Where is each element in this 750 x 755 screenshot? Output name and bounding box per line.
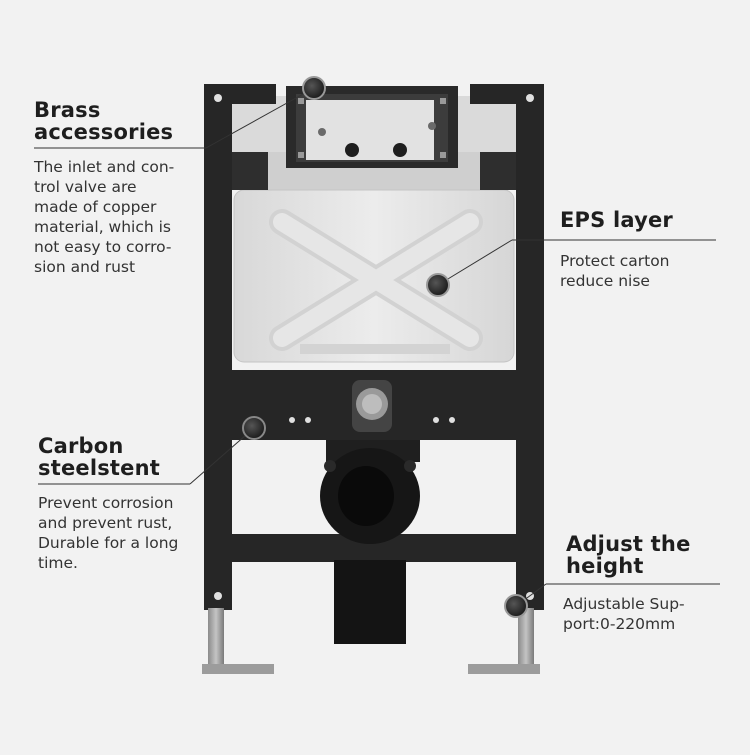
- upright-hole: [214, 94, 222, 102]
- crossbar-hole: [449, 417, 455, 423]
- desc-line: Durable for a long: [38, 534, 179, 552]
- carbon-marker: [242, 416, 266, 440]
- adjust-title-line1: Adjust the: [566, 532, 691, 556]
- flush-pipe: [352, 380, 392, 432]
- plate-pin: [440, 98, 446, 104]
- carbon-steelstent-title: Carbon steelstent: [38, 435, 160, 479]
- desc-line: time.: [38, 554, 78, 572]
- drain-assembly: [320, 440, 420, 644]
- desc-line: and prevent rust,: [38, 514, 173, 532]
- carbon-title-line1: Carbon: [38, 434, 124, 458]
- left-upright: [204, 84, 232, 610]
- upright-hole: [526, 94, 534, 102]
- right-foot-post: [518, 608, 534, 668]
- plate-panel: [306, 100, 434, 160]
- right-tank-clip: [480, 152, 516, 190]
- drain-bolt: [324, 460, 336, 472]
- right-top-bracket: [470, 84, 544, 110]
- desc-line: The inlet and con-: [34, 158, 175, 176]
- brass-leader: [205, 87, 315, 149]
- left-top-bracket: [204, 84, 276, 110]
- desc-line: sion and rust: [34, 258, 136, 276]
- plate-pin: [440, 152, 446, 158]
- adjust-height-description: Adjustable Sup- port:0-220mm: [563, 594, 738, 634]
- left-tank-clip: [232, 152, 268, 190]
- desc-line: port:0-220mm: [563, 615, 676, 633]
- desc-line: made of copper: [34, 198, 157, 216]
- carbon-steelstent-description: Prevent corrosion and prevent rust, Dura…: [38, 493, 208, 573]
- brass-accessories-description: The inlet and con- trol valve are made o…: [34, 157, 204, 277]
- tank-bottom-strip: [300, 344, 450, 354]
- right-upright: [516, 84, 544, 610]
- desc-line: Adjustable Sup-: [563, 595, 685, 613]
- crossbar-hole: [289, 417, 295, 423]
- desc-line: Protect carton: [560, 252, 670, 270]
- right-foot-plate: [468, 664, 540, 674]
- desc-line: Prevent corrosion: [38, 494, 174, 512]
- adjust-height-title: Adjust the height: [566, 533, 691, 577]
- drain-bolt: [404, 460, 416, 472]
- plate-screw-right: [428, 122, 436, 130]
- desc-line: reduce nise: [560, 272, 650, 290]
- eps-marker: [426, 273, 450, 297]
- desc-line: trol valve are: [34, 178, 137, 196]
- adjustable-feet: [202, 608, 540, 674]
- eps-leader: [437, 239, 513, 286]
- adjust-title-line2: height: [566, 554, 644, 578]
- adjust-marker: [504, 594, 528, 618]
- drain-opening: [338, 466, 394, 526]
- callout-markers: [242, 76, 528, 618]
- brass-title-line1: Brass: [34, 98, 101, 122]
- brass-title-line2: accessories: [34, 120, 174, 144]
- plate-screw-left: [318, 128, 326, 136]
- carbon-leader: [189, 427, 255, 485]
- eps-layer-description: Protect carton reduce nise: [560, 251, 740, 291]
- brass-accessories-plate: [286, 86, 458, 168]
- carbon-title-line2: steelstent: [38, 456, 160, 480]
- tank-x-rib-inner: [273, 213, 479, 347]
- crossbar-hole: [305, 417, 311, 423]
- upright-hole: [214, 592, 222, 600]
- brass-marker: [302, 76, 326, 100]
- plate-hole-left: [345, 143, 359, 157]
- left-foot-post: [208, 608, 224, 668]
- eps-layer-title: EPS layer: [560, 208, 673, 232]
- brass-accessories-title: Brass accessories: [34, 99, 173, 143]
- desc-line: not easy to corro-: [34, 238, 172, 256]
- left-foot-plate: [202, 664, 274, 674]
- drain-pipe: [334, 560, 406, 644]
- plate-hole-right: [393, 143, 407, 157]
- desc-line: material, which is: [34, 218, 172, 236]
- flush-pipe-inner: [362, 394, 382, 414]
- plate-pin: [298, 152, 304, 158]
- plate-pin: [298, 98, 304, 104]
- crossbar-hole: [433, 417, 439, 423]
